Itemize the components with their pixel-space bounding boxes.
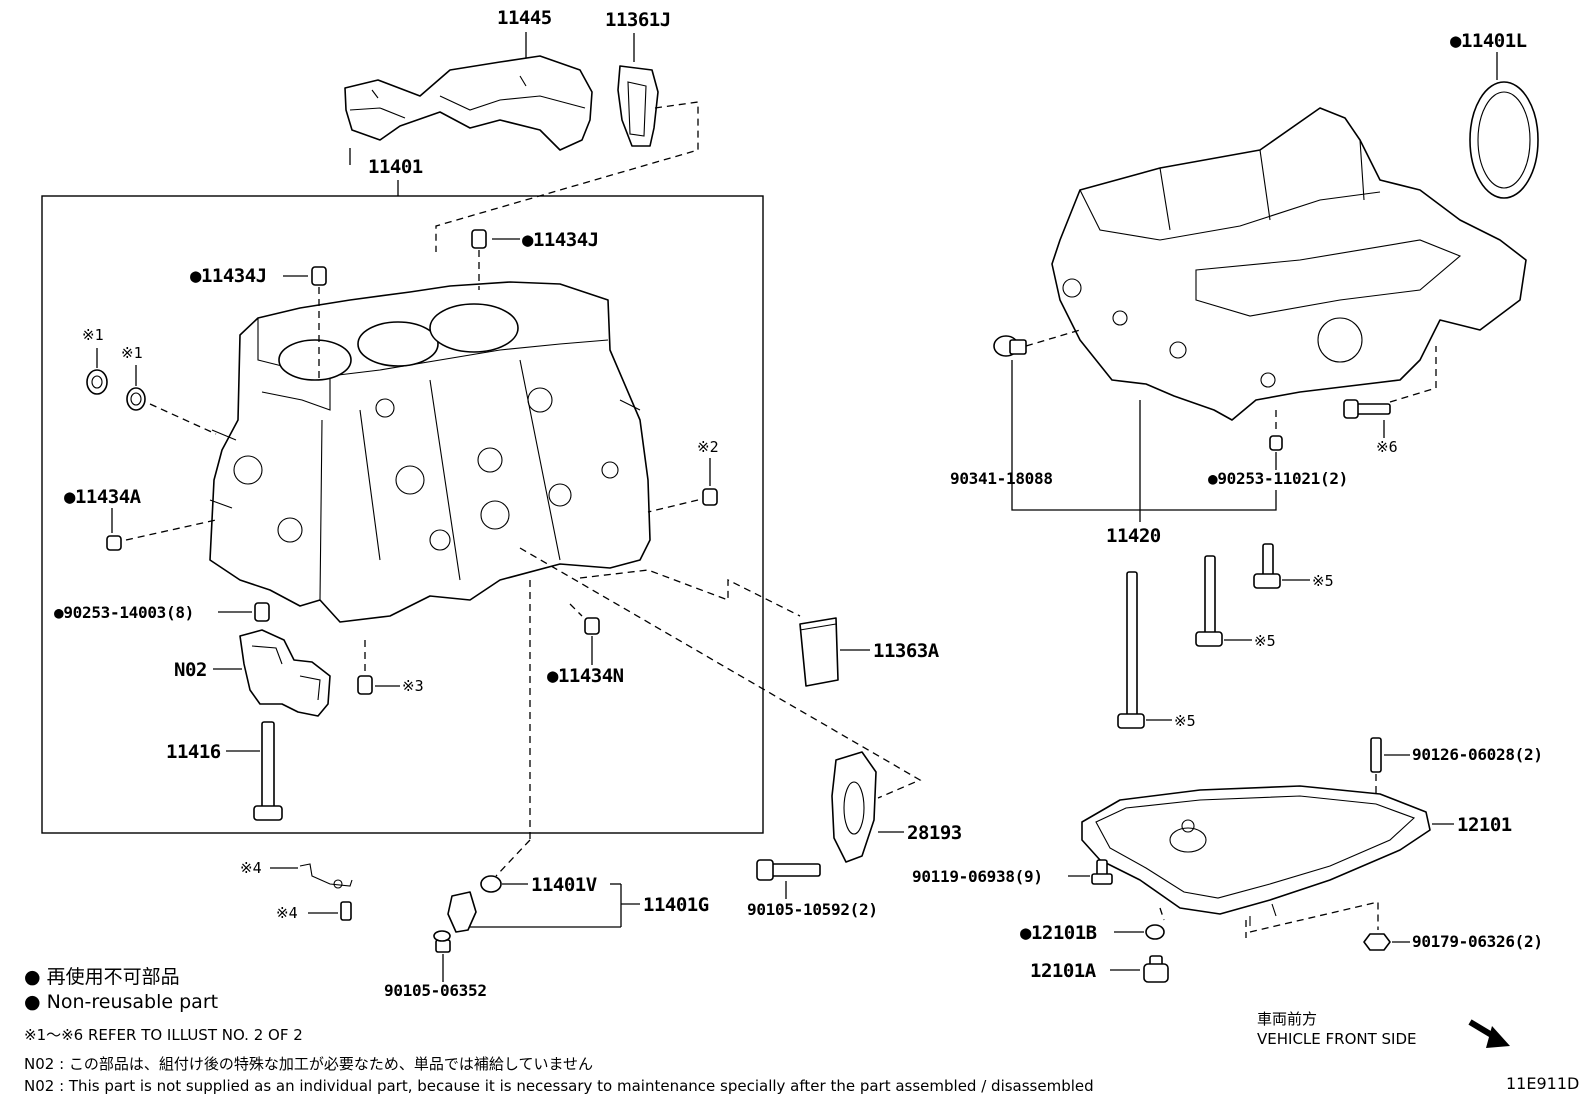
callout-11401V: 11401V	[531, 874, 597, 896]
callout-90179-06326: 90179-06326(2)	[1412, 932, 1543, 951]
callout-11363A: 11363A	[873, 640, 940, 662]
callout-90105-06352: 90105-06352	[384, 981, 487, 1000]
part-ref4-bolt	[340, 901, 352, 921]
vehicle-front-label-en: VEHICLE FRONT SIDE	[1257, 1030, 1417, 1048]
callout-11434N: ●11434N	[547, 665, 624, 687]
callout-11445: 11445	[497, 7, 552, 29]
callout-11401L: ●11401L	[1450, 30, 1527, 52]
callout-11401: 11401	[368, 156, 423, 178]
part-ref2-pin	[702, 488, 718, 506]
callout-11361J: 11361J	[605, 9, 671, 31]
part-N02-bearing-cap	[239, 629, 331, 717]
legend-en: ● Non-reusable part	[24, 991, 219, 1013]
part-11401L-oil-seal	[1469, 81, 1539, 199]
figure-id: 11E911D	[1506, 1074, 1580, 1093]
nonreusable-dot: ●	[1020, 922, 1032, 944]
part-ref6-bolt	[1343, 399, 1391, 419]
nonreusable-dot-icon: ●	[24, 991, 41, 1013]
part-ref5-bolt-short	[1253, 543, 1281, 589]
part-11434J-pin-right	[471, 229, 487, 249]
reference-note: ※1～※6 REFER TO ILLUST NO. 2 OF 2	[24, 1026, 303, 1044]
callout-11401G: 11401G	[643, 894, 709, 916]
callout-11434A: ●11434A	[64, 486, 142, 508]
part-ref5-bolt-long	[1117, 571, 1145, 729]
ref-6: ※6	[1376, 438, 1398, 456]
part-ref1-plug	[86, 369, 108, 395]
part-12101B-gasket	[1145, 924, 1165, 940]
part-90105-10592-bolt	[756, 859, 821, 881]
callout-90119-06938: 90119-06938(9)	[912, 867, 1043, 886]
callout-12101A: 12101A	[1030, 960, 1097, 982]
callout-N02: N02	[174, 659, 207, 681]
part-11361J-insulator-drawing	[617, 65, 659, 147]
callout-11420: 11420	[1106, 525, 1161, 547]
callout-12101: 12101	[1457, 814, 1512, 836]
callout-12101B: ●12101B	[1020, 922, 1097, 944]
part-11420-crankcase-drawing	[1051, 107, 1527, 421]
callout-90341-18088: 90341-18088	[950, 469, 1053, 488]
part-ref1-gasket	[126, 387, 146, 411]
callout-11434J-right: ●11434J	[522, 229, 599, 251]
part-12101-oil-pan	[1081, 785, 1431, 926]
cylinder-block-assembly-frame	[41, 195, 764, 834]
part-90253-14003-pin	[254, 602, 270, 622]
part-11434J-pin-left	[311, 266, 327, 286]
part-11363A-drawing	[799, 617, 839, 687]
part-11445-insulator-drawing	[344, 55, 593, 151]
nonreusable-dot: ●	[64, 486, 76, 508]
part-12101A-plug	[1143, 955, 1169, 983]
callout-90253-11021: ●90253-11021(2)	[1208, 469, 1348, 488]
part-90341-18088-plug	[993, 335, 1027, 357]
part-90253-11021-pin	[1269, 435, 1283, 451]
n02-note-en: N02 : This part is not supplied as an in…	[24, 1077, 1094, 1095]
nonreusable-dot: ●	[1208, 469, 1218, 488]
vehicle-front-label-jp: 車両前方	[1257, 1010, 1318, 1028]
n02-note-jp: N02 : この部品は、組付け後の特殊な加工が必要なため、単品では補給していませ…	[24, 1055, 594, 1073]
ref-5-b: ※5	[1254, 632, 1276, 650]
ref-4-b: ※4	[276, 904, 298, 922]
ref-5-c: ※5	[1174, 712, 1196, 730]
nonreusable-dot: ●	[547, 665, 559, 687]
part-28193-gasket	[831, 751, 877, 863]
part-ref4-bracket	[299, 863, 353, 889]
part-90119-06938-bolt	[1091, 859, 1113, 885]
ref-4-a: ※4	[240, 859, 262, 877]
ref-2: ※2	[697, 438, 719, 456]
part-ref3-pin	[357, 675, 373, 695]
nonreusable-dot: ●	[54, 603, 64, 622]
nonreusable-dot-icon: ●	[24, 966, 41, 988]
cylinder-block-drawing	[209, 281, 651, 623]
part-11434N-pin	[584, 617, 600, 635]
callout-90126-06028: 90126-06028(2)	[1412, 745, 1543, 764]
part-90179-06326-nut	[1363, 933, 1391, 951]
part-11434A-pin	[106, 535, 122, 551]
ref-1-b: ※1	[121, 344, 143, 362]
legend: ● 再使用不可部品 ● Non-reusable part	[24, 962, 218, 1013]
legend-jp: ● 再使用不可部品	[24, 966, 180, 988]
callout-11416: 11416	[166, 741, 221, 763]
callout-90105-10592: 90105-10592(2)	[747, 900, 878, 919]
part-ref5-bolt-mid	[1195, 555, 1223, 647]
part-11401V-o-ring	[480, 875, 502, 893]
callout-11434J-left: ●11434J	[190, 265, 267, 287]
ref-5-a: ※5	[1312, 572, 1334, 590]
nonreusable-dot: ●	[190, 265, 202, 287]
ref-3: ※3	[402, 677, 424, 695]
part-knock-sensor-drawing	[433, 891, 477, 953]
ref-1-a: ※1	[82, 326, 104, 344]
nonreusable-dot: ●	[522, 229, 534, 251]
nonreusable-dot: ●	[1450, 30, 1462, 52]
vehicle-front-arrow-icon	[1468, 1019, 1510, 1048]
callout-28193: 28193	[907, 822, 962, 844]
callout-90253-14003: ●90253-14003(8)	[54, 603, 194, 622]
part-11416-bolt	[253, 721, 283, 821]
part-90126-06028-stud	[1370, 737, 1382, 773]
